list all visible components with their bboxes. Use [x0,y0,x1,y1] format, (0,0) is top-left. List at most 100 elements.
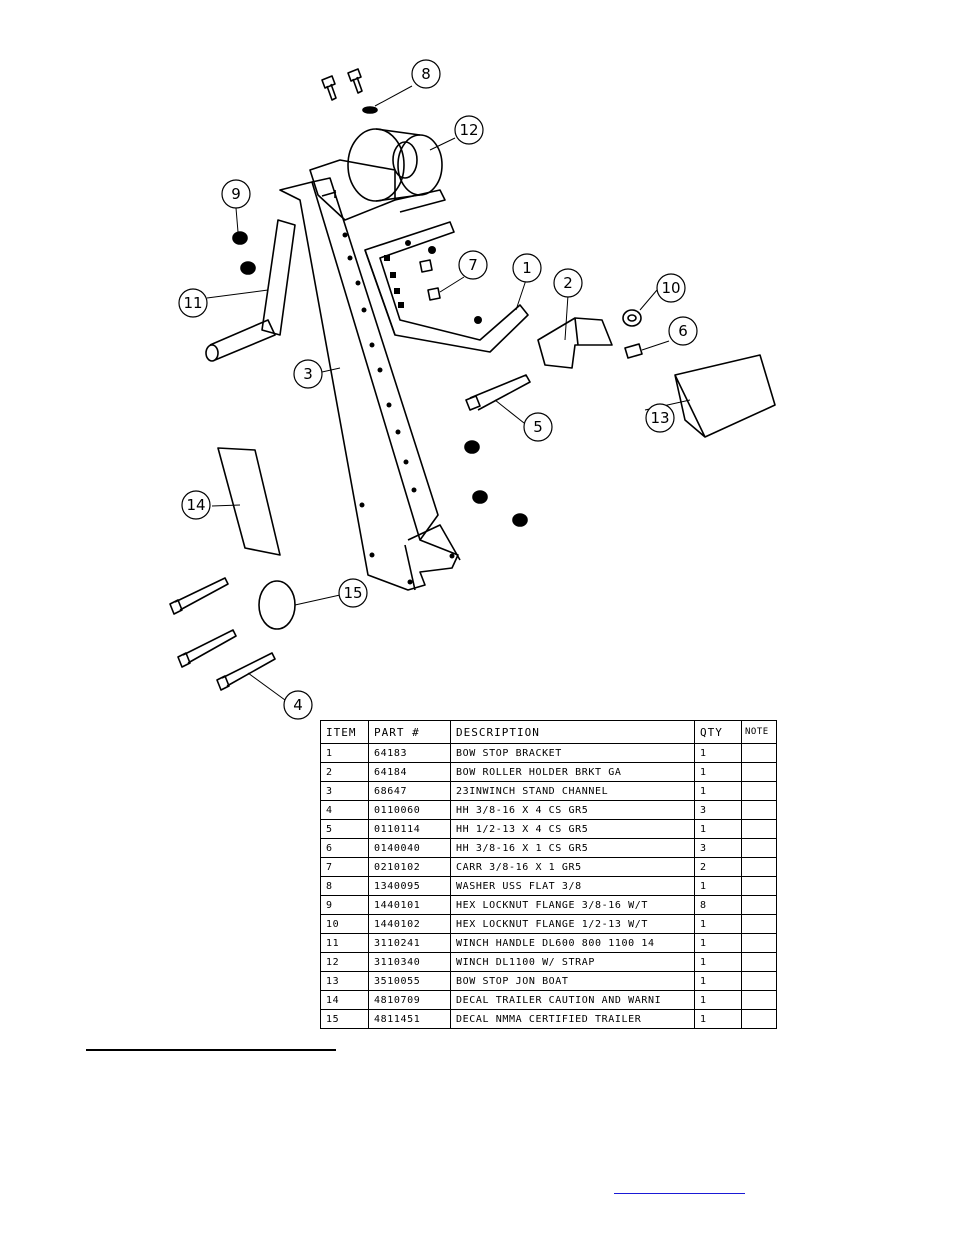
carriage-bolts-top [321,68,363,101]
cell-qty: 1 [694,971,742,991]
callout-label-14: 14 [186,496,205,514]
cell-item: 4 [320,800,369,820]
callout-7 [458,250,488,280]
callout-3 [293,359,323,389]
cell-part: 0140040 [368,838,451,858]
cell-description: DECAL NMMA CERTIFIED TRAILER [450,1009,695,1029]
cell-part: 1440102 [368,914,451,934]
cell-part: 4811451 [368,1009,451,1029]
stand-channel-part [279,177,461,591]
cell-description: DECAL TRAILER CAUTION AND WARNI [450,990,695,1010]
cell-note [741,952,777,972]
callout-label-15: 15 [343,584,362,602]
bow-stop-part [674,354,776,438]
cell-qty: 1 [694,952,742,972]
callout-label-9: 9 [231,185,241,203]
cell-qty: 3 [694,800,742,820]
cell-part: 1440101 [368,895,451,915]
cell-item: 5 [320,819,369,839]
callout-10 [656,273,686,303]
cell-note [741,876,777,896]
cell-note [741,990,777,1010]
cell-qty: 1 [694,743,742,763]
cell-note [741,971,777,991]
cell-item: 1 [320,743,369,763]
callout-9 [221,179,251,209]
winch-part [309,128,446,221]
callout-12 [454,115,484,145]
cell-part: 64183 [368,743,451,763]
cell-note [741,914,777,934]
cell-item: 7 [320,857,369,877]
winch-handle-part [205,219,296,362]
callout-4 [283,690,313,720]
cell-qty: 2 [694,857,742,877]
exploded-parts-diagram: 8 12 9 7 1 2 10 6 11 3 5 13 14 15 4 [169,59,776,720]
cell-description: HEX LOCKNUT FLANGE 1/2-13 W/T [450,914,695,934]
cell-qty: 1 [694,990,742,1010]
cell-description: WINCH HANDLE DL600 800 1100 14 [450,933,695,953]
carriage-bolts [419,259,441,301]
cell-qty: 1 [694,933,742,953]
cell-qty: 3 [694,838,742,858]
header-note: NOTE [741,720,777,744]
callout-label-10: 10 [661,279,680,297]
cell-item: 12 [320,952,369,972]
cell-description: BOW STOP BRACKET [450,743,695,763]
cell-item: 10 [320,914,369,934]
callout-label-2: 2 [563,274,573,292]
cell-item: 13 [320,971,369,991]
header-qty: QTY [694,720,742,744]
hex-bolt-part [624,343,643,359]
cell-item: 11 [320,933,369,953]
cell-note [741,857,777,877]
callout-1 [512,253,542,283]
callout-label-1: 1 [522,259,532,277]
callout-11 [178,288,208,318]
callout-label-7: 7 [468,256,478,274]
link-underline[interactable] [614,1193,745,1194]
cell-description: HH 3/8-16 X 1 CS GR5 [450,838,695,858]
cell-description: CARR 3/8-16 X 1 GR5 [450,857,695,877]
cell-part: 4810709 [368,990,451,1010]
cell-part: 0110114 [368,819,451,839]
cell-item: 15 [320,1009,369,1029]
cell-description: HEX LOCKNUT FLANGE 3/8-16 W/T [450,895,695,915]
cell-part: 64184 [368,762,451,782]
cell-part: 1340095 [368,876,451,896]
callout-5 [523,412,553,442]
cell-note [741,800,777,820]
table-header-row: ITEM PART # DESCRIPTION QTY NOTE [320,720,777,744]
nmma-decal-part [258,580,296,630]
locknuts-loose [232,231,528,527]
callout-label-3: 3 [303,365,313,383]
cell-part: 3110340 [368,952,451,972]
cell-note [741,895,777,915]
washer-part [362,106,378,114]
cell-part: 68647 [368,781,451,801]
cell-part: 0210102 [368,857,451,877]
callout-2 [553,268,583,298]
long-bolt-part [465,374,531,411]
cell-description: WINCH DL1100 W/ STRAP [450,952,695,972]
cell-description: WASHER USS FLAT 3/8 [450,876,695,896]
callout-15 [338,578,368,608]
callout-label-11: 11 [183,294,202,312]
cell-description: HH 1/2-13 X 4 CS GR5 [450,819,695,839]
cell-part: 3110241 [368,933,451,953]
cell-qty: 1 [694,876,742,896]
header-item: ITEM [320,720,369,744]
cell-note [741,743,777,763]
cell-qty: 1 [694,1009,742,1029]
cell-item: 3 [320,781,369,801]
